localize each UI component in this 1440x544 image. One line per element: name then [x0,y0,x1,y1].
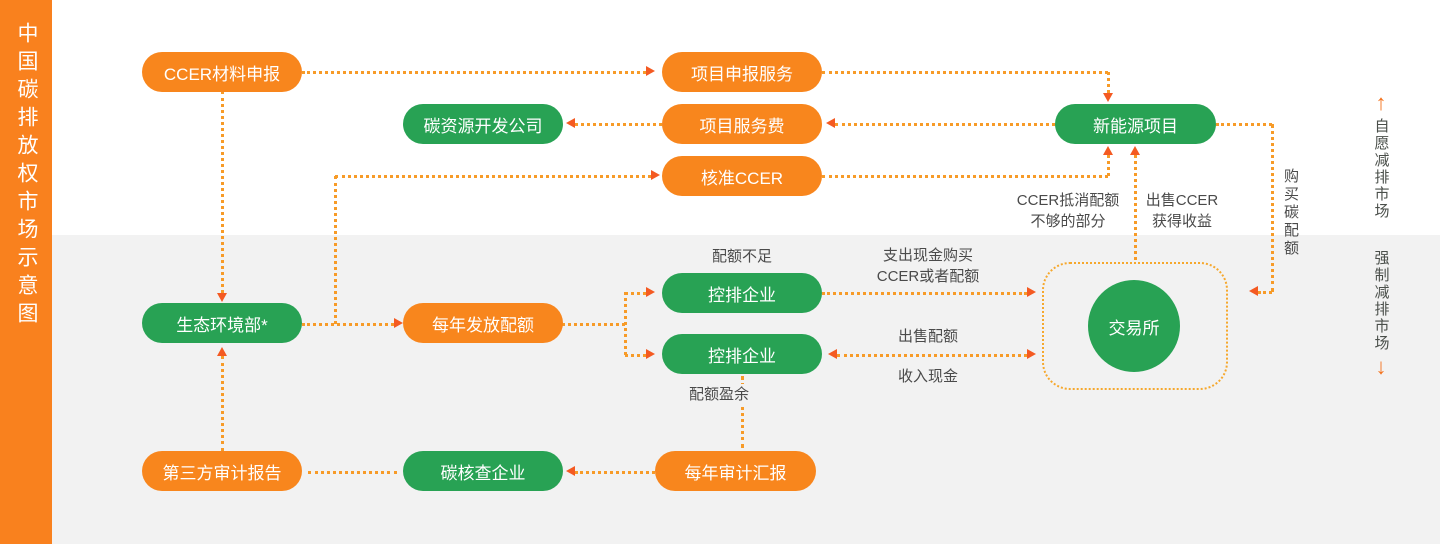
sidebar: 中国碳排放权市场示意图 [0,0,52,544]
edge-material-to-ministry [221,91,224,293]
label-income-cash: 收入现金 [897,368,958,385]
label-quota-surplus: 配额盈余 [686,384,753,405]
edge-ministry-branch-up [334,176,337,324]
edge-apply-to-newenergy-v [1107,72,1110,93]
arrowhead-into-approve-ccer [651,170,660,180]
arrowhead-into-exchange-bottom [1027,349,1036,359]
edge-branch-to-approve [335,175,651,178]
arrowhead-into-newenergy-bottom-right [1130,146,1140,155]
arrowhead-into-newenergy-bottom-left [1103,146,1113,155]
exchange-dotted-boundary [1042,262,1228,390]
label-sell-quota: 出售配额 [897,328,958,345]
edge-bracket-to-emitter-top [625,292,646,295]
arrowhead-into-project-fee [826,118,835,128]
down-arrow-icon: ↓ [1375,354,1387,379]
edge-surplus-to-annual-audit [741,376,744,448]
edge-material-to-apply [302,71,646,74]
node-third-party-audit: 第三方审计报告 [142,451,302,491]
mandatory-market-label-group: 强制减排市场 ↓ [1360,250,1402,378]
arrowhead-into-emitter-bottom [646,349,655,359]
label-ccer-offset: CCER抵消配额 不够的部分 [1016,192,1120,230]
arrowhead-into-devco [566,118,575,128]
edge-emitter-sell-exchange [837,354,1027,357]
arrowhead-into-project-apply [646,66,655,76]
node-ccer-material: CCER材料申报 [142,52,302,92]
arrowhead-into-exchange-top [1027,287,1036,297]
arrowhead-into-ministry-top [217,293,227,302]
node-annual-audit: 每年审计汇报 [655,451,816,491]
arrowhead-into-annual-quota [394,318,403,328]
node-annual-quota: 每年发放配额 [403,303,563,343]
voluntary-market-label: 自愿减排市场 [1372,118,1390,220]
node-new-energy: 新能源项目 [1055,104,1216,144]
label-sell-ccer: 出售CCER 获得收益 [1145,192,1219,230]
edge-bracket-to-emitter-bottom [625,354,646,357]
edge-newenergy-to-fee [835,123,1055,126]
edge-approve-to-newenergy-h [822,175,1108,178]
edge-audit-report-to-verifier [575,471,655,474]
edge-verifier-to-thirdparty [308,471,397,474]
edge-newenergy-right [1216,123,1272,126]
node-emitter-surplus: 控排企业 [662,334,822,374]
diagram-title: 中国碳排放权市场示意图 [15,22,38,330]
node-project-apply: 项目申报服务 [662,52,822,92]
arrowhead-into-emitter-surplus [828,349,837,359]
edge-ministry-to-quota [302,323,394,326]
edge-quota-bracket [624,292,627,355]
edge-fee-to-devco [575,123,662,126]
edge-emitter-buy-to-exchange [822,292,1027,295]
mandatory-market-label: 强制减排市场 [1372,250,1390,352]
edge-buy-quota-left [1258,291,1272,294]
arrowhead-into-ministry-bottom [217,347,227,356]
node-carbon-verifier: 碳核查企业 [403,451,563,491]
edge-buy-quota-down [1271,124,1274,292]
node-eco-ministry: 生态环境部* [142,303,302,343]
arrowhead-into-exchange-right [1249,286,1258,296]
node-emitter-short: 控排企业 [662,273,822,313]
voluntary-market-label-group: ↑ 自愿减排市场 [1360,90,1402,221]
node-approve-ccer: 核准CCER [662,156,822,196]
edge-apply-to-newenergy-h [822,71,1108,74]
label-pay-cash: 支出现金购买 CCER或者配额 [876,247,980,285]
arrowhead-into-newenergy-top [1103,93,1113,102]
node-carbon-dev-co: 碳资源开发公司 [403,104,563,144]
label-quota-short: 配额不足 [711,248,772,265]
edge-sellccer-up [1134,155,1137,260]
edge-approve-to-newenergy-v [1107,155,1110,176]
node-exchange: 交易所 [1088,280,1180,372]
label-buy-carbon-quota: 购买碳配额 [1282,168,1299,258]
up-arrow-icon: ↑ [1375,90,1387,115]
edge-quota-bracket-stem [562,323,625,326]
arrowhead-into-emitter-top [646,287,655,297]
arrowhead-into-verifier [566,466,575,476]
edge-audit-to-ministry [221,356,224,451]
node-project-fee: 项目服务费 [662,104,822,144]
